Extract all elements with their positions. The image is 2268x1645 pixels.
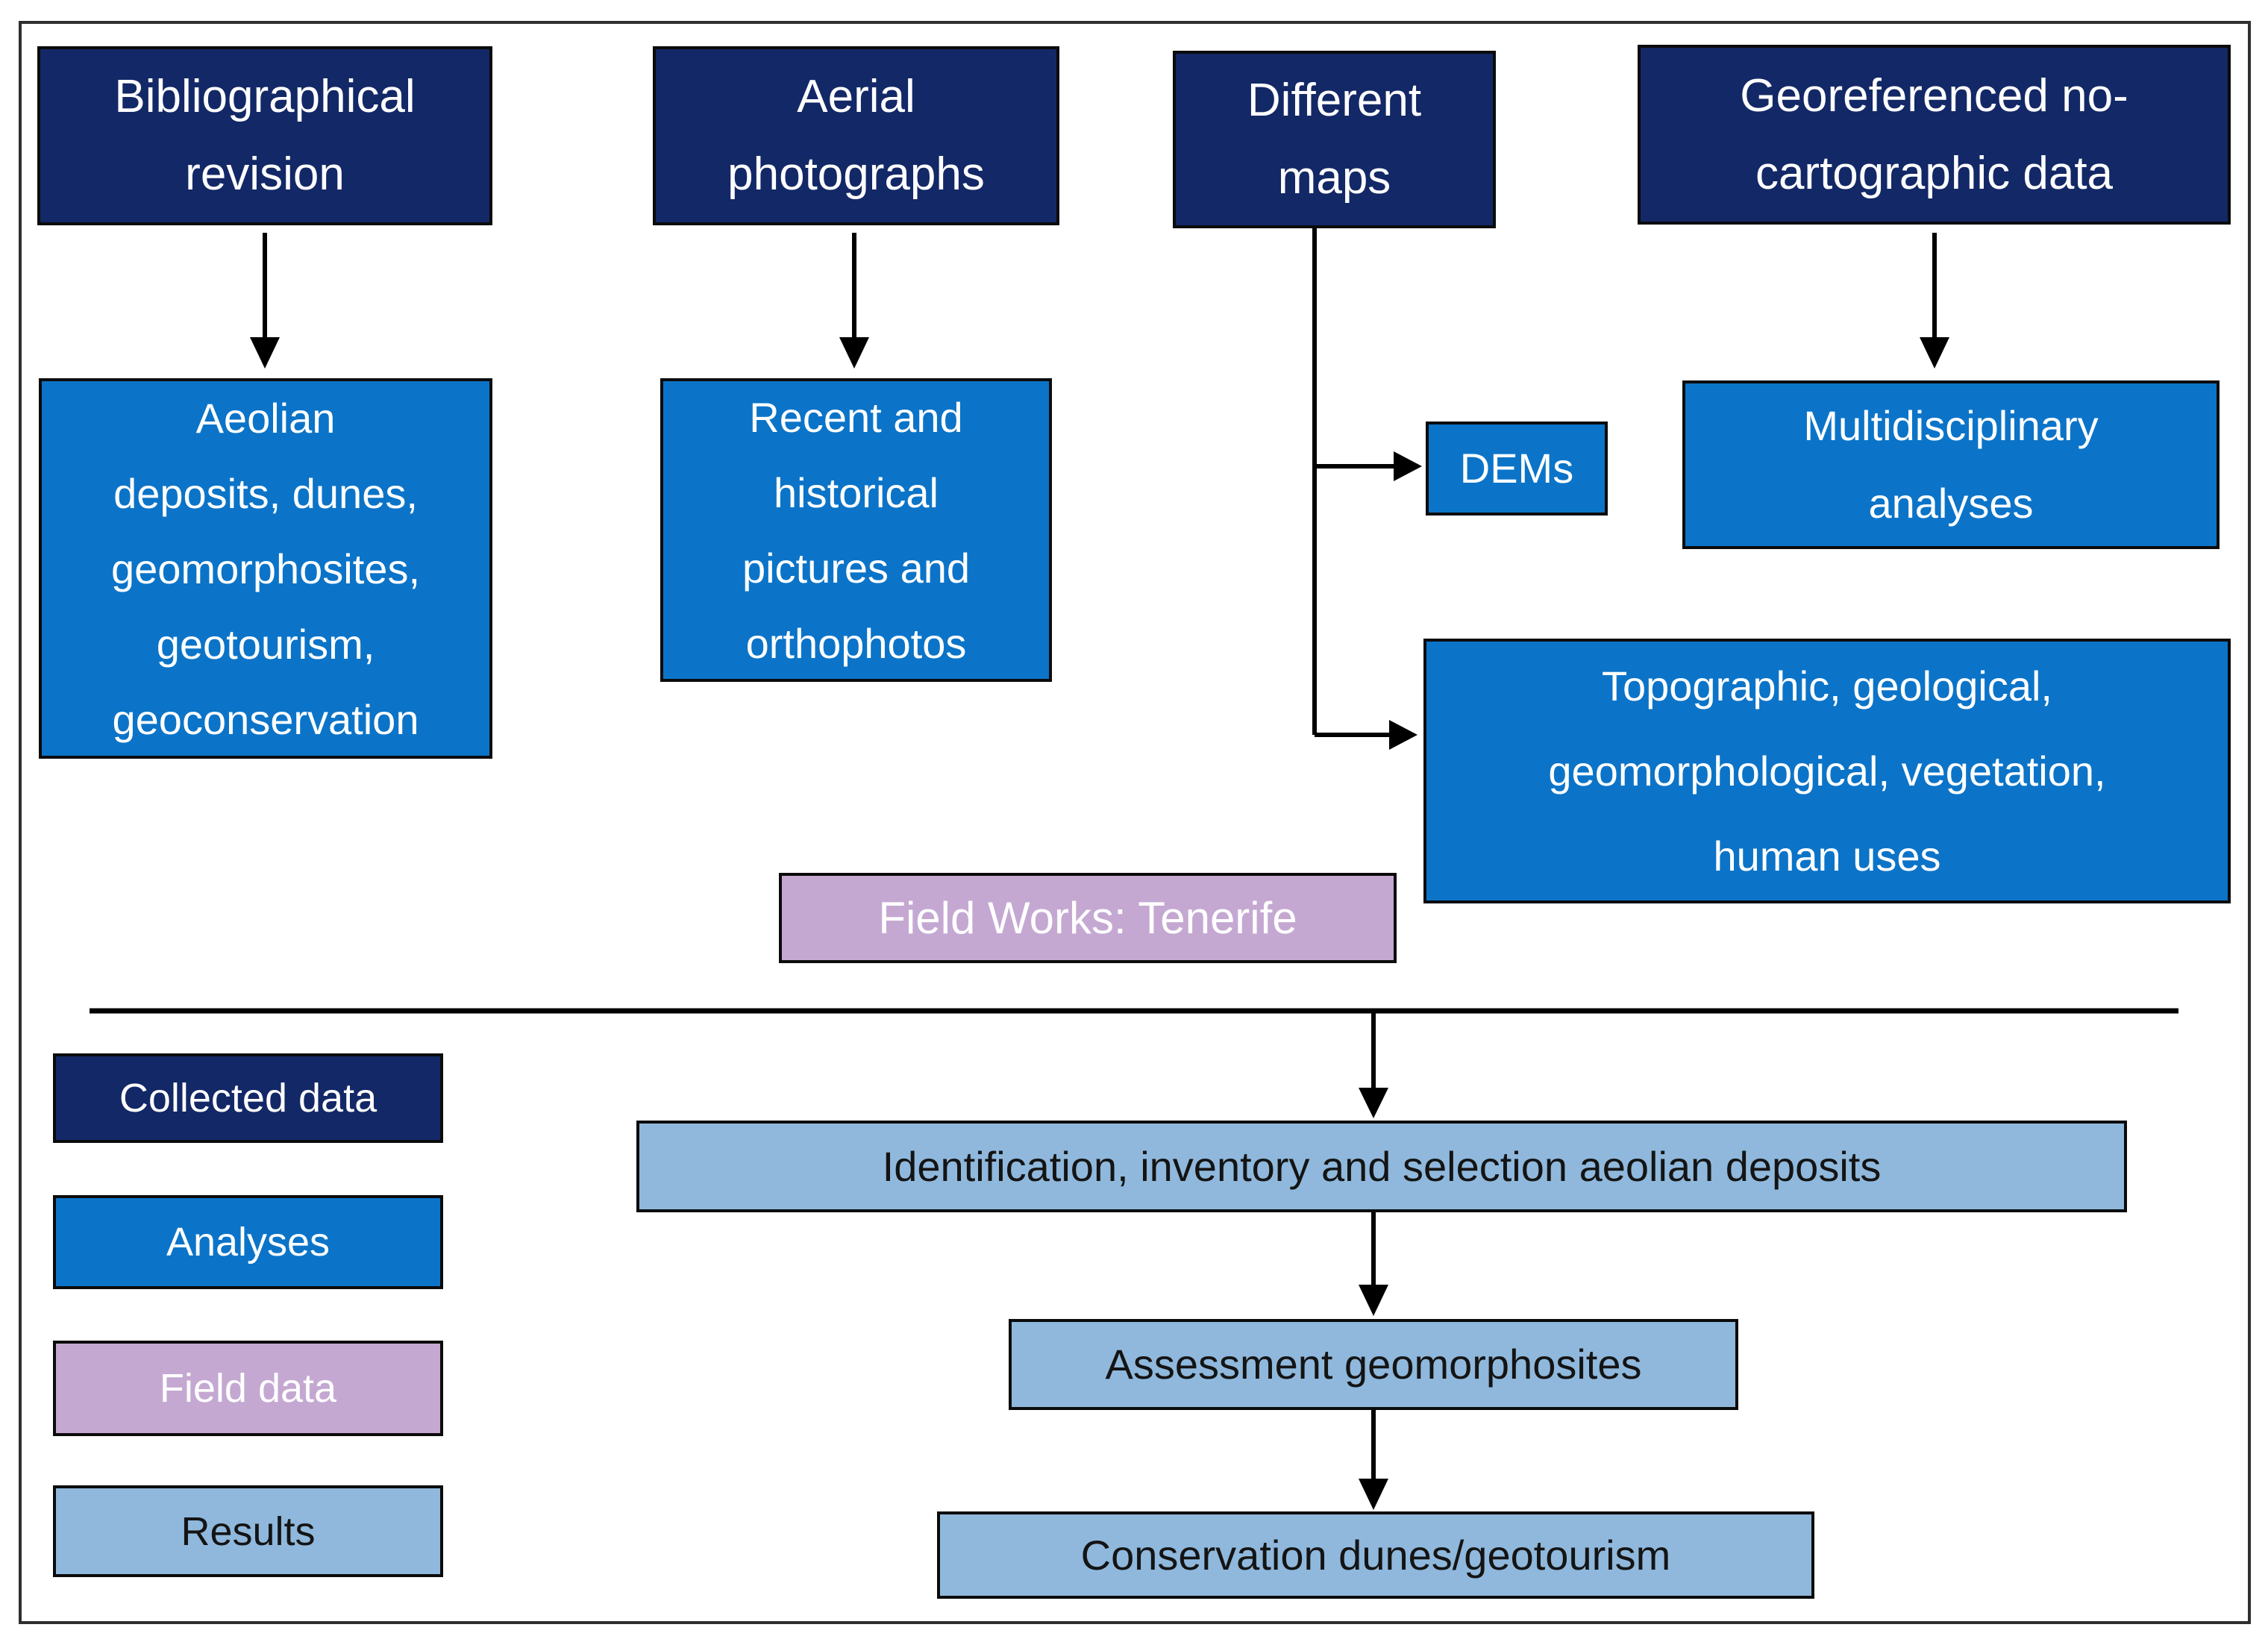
- legend-item-field-data: Field data: [53, 1341, 443, 1436]
- connector-different-maps-branches: [1312, 228, 1422, 750]
- legend-item-results: Results: [53, 1485, 443, 1577]
- node-recent-historical-pictures: Recent and historical pictures and ortho…: [660, 378, 1052, 682]
- node-aeolian-deposits: Aeolian deposits, dunes, geomorphosites,…: [39, 378, 492, 759]
- node-bibliographical-revision: Bibliographical revision: [37, 46, 492, 225]
- node-different-maps: Different maps: [1173, 51, 1496, 228]
- node-georeferenced-no-cartographic-data: Georeferenced no- cartographic data: [1638, 45, 2231, 225]
- legend-item-analyses: Analyses: [53, 1195, 443, 1289]
- arrow-georeferenced-to-multidisciplinary: [1920, 233, 1949, 369]
- diagram-frame: [19, 21, 2251, 1624]
- node-aerial-photographs: Aerial photographs: [653, 46, 1059, 225]
- node-multidisciplinary-analyses: Multidisciplinary analyses: [1682, 380, 2220, 549]
- node-assessment-geomorphosites: Assessment geomorphosites: [1009, 1319, 1738, 1410]
- arrow-identification-to-assessment: [1359, 1212, 1388, 1316]
- node-topographic-maps: Topographic, geological, geomorphologica…: [1423, 639, 2231, 903]
- node-dems: DEMs: [1426, 422, 1608, 516]
- arrow-assessment-to-conservation: [1359, 1410, 1388, 1510]
- arrow-bibliographical-to-aeolian: [250, 233, 280, 369]
- arrow-aerial-to-recent: [839, 233, 869, 369]
- node-conservation-dunes-geotourism: Conservation dunes/geotourism: [937, 1511, 1814, 1599]
- node-identification-inventory-selection: Identification, inventory and selection …: [636, 1121, 2127, 1212]
- node-field-works-tenerife: Field Works: Tenerife: [779, 873, 1397, 963]
- arrow-separator-to-identification: [1359, 1011, 1388, 1118]
- legend-item-collected-data: Collected data: [53, 1053, 443, 1143]
